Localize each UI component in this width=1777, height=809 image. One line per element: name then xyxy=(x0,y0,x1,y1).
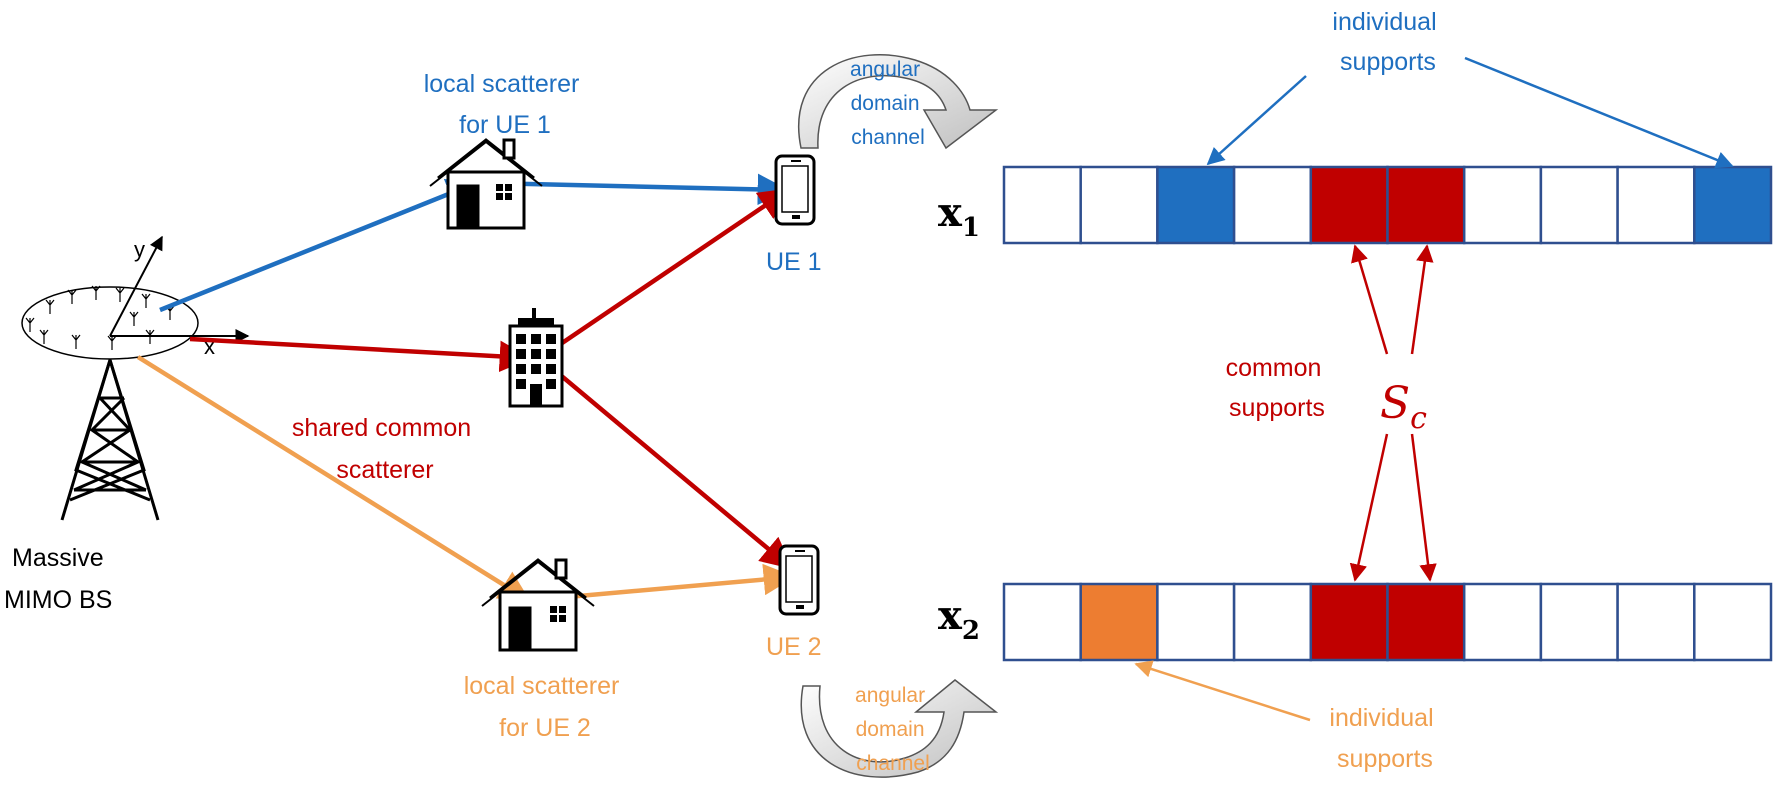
coordinate-axes: y x xyxy=(109,235,250,359)
shared-scatterer-label: shared common scatterer xyxy=(292,414,478,484)
vector-cell-empty xyxy=(1156,582,1236,662)
local-scatterer-ue1-label: local scatterer for UE 1 xyxy=(424,70,587,139)
individual-supports-top-label: individual supports xyxy=(1332,8,1443,76)
x2-label: x2 xyxy=(938,592,980,646)
individual-supports-top-arrows xyxy=(1206,56,1734,169)
curved-arrow-icon xyxy=(800,679,999,778)
angular-domain-bottom-label: angular domain channel xyxy=(855,684,931,775)
x1-vector xyxy=(1002,165,1773,245)
ue2-path xyxy=(136,355,796,603)
x1-label: x1 xyxy=(938,189,980,243)
vector-cell-empty xyxy=(1693,582,1773,662)
vector-cell-empty xyxy=(1539,582,1619,662)
vector-cell-empty xyxy=(1616,165,1696,245)
house-icon xyxy=(429,138,543,230)
sc-label: Sc xyxy=(1380,378,1427,436)
antenna-array xyxy=(21,285,199,360)
office-building-icon xyxy=(508,308,564,408)
vector-cell-red xyxy=(1309,165,1389,245)
cell-tower-icon xyxy=(60,335,160,521)
angular-domain-top-label: angular domain channel xyxy=(850,58,926,149)
local-scatterer-ue2-label: local scatterer for UE 2 xyxy=(464,672,627,742)
vector-cell-empty xyxy=(1462,582,1543,662)
shared-path xyxy=(189,188,793,570)
ue2-label: UE 2 xyxy=(766,633,822,661)
vector-cell-empty xyxy=(1079,165,1159,245)
smartphone-icon xyxy=(774,154,816,226)
axis-x-label: x xyxy=(204,334,215,359)
house-icon xyxy=(481,558,595,652)
vector-cell-orange xyxy=(1079,582,1159,662)
vector-cell-blue xyxy=(1693,165,1773,245)
common-supports-arrows xyxy=(1349,244,1437,582)
ue1-label: UE 1 xyxy=(766,248,822,276)
x2-vector xyxy=(1002,582,1773,662)
vector-cell-empty xyxy=(1232,582,1313,662)
bs-label: Massive MIMO BS xyxy=(4,544,112,614)
vector-cell-empty xyxy=(1002,582,1082,662)
common-supports-label: common supports xyxy=(1226,354,1329,422)
vector-cell-empty xyxy=(1539,165,1619,245)
smartphone-icon xyxy=(778,544,820,616)
vector-cell-red xyxy=(1386,582,1466,662)
vector-cell-empty xyxy=(1616,582,1696,662)
individual-supports-bottom-label: individual supports xyxy=(1329,704,1440,773)
vector-cell-red xyxy=(1386,165,1466,245)
individual-supports-bottom-arrow xyxy=(1134,660,1311,722)
ue1-path xyxy=(159,173,790,313)
axis-y-label: y xyxy=(134,237,145,262)
vector-cell-empty xyxy=(1232,165,1313,245)
curved-arrow-icon xyxy=(798,54,999,150)
vector-cell-red xyxy=(1309,582,1389,662)
vector-cell-empty xyxy=(1002,165,1082,245)
vector-cell-empty xyxy=(1462,165,1543,245)
vector-cell-blue xyxy=(1156,165,1236,245)
